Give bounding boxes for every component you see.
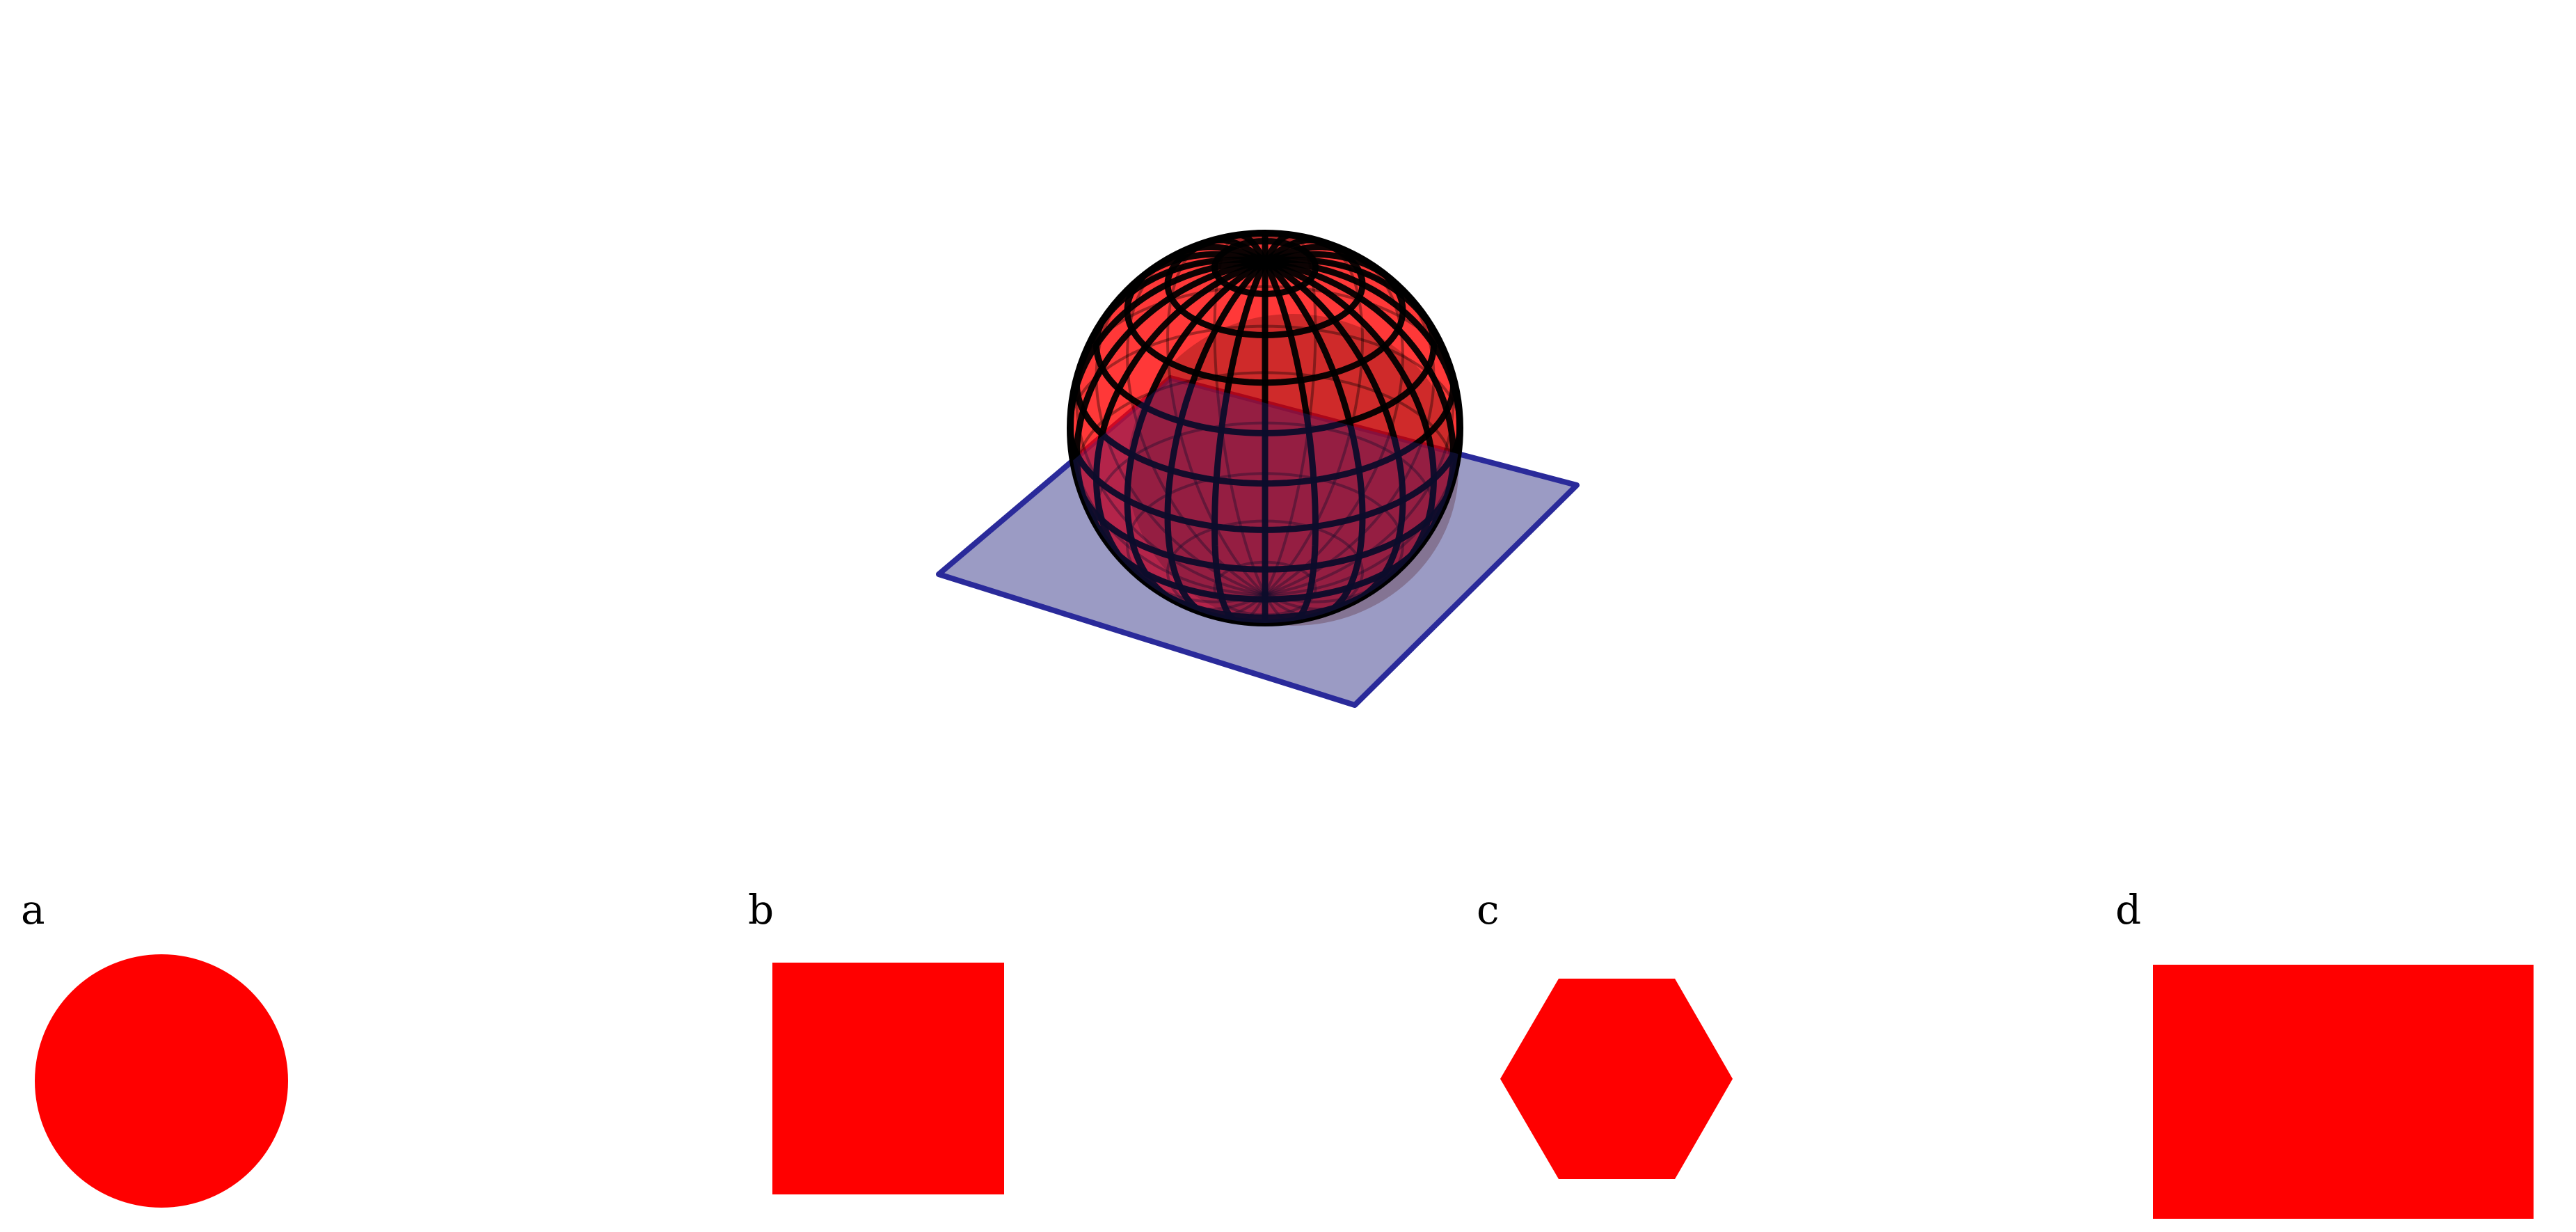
sphere-meridian [1126,253,1266,596]
red-circle [35,954,288,1208]
sphere-parallel [1124,265,1266,386]
sphere-parallel [1075,371,1455,491]
sphere-parallel [1264,365,1456,487]
sphere-parallel [1074,368,1266,487]
plane-overlay [1070,378,1460,623]
option-a-shape [35,954,288,1208]
sphere-on-plane-scene [936,230,1580,708]
sphere-parallel [1077,489,1266,573]
option-label-c: c [1477,886,1500,933]
option-d-shape [2153,965,2534,1219]
option-label-b: b [748,886,774,933]
red-square [772,963,1004,1194]
sphere-parallel [1067,432,1266,533]
sphere-outline [1067,230,1463,626]
red-rectangle [2153,965,2534,1219]
sphere-parallel [1105,255,1422,315]
sphere-parallel [1213,560,1317,617]
red-hexagon [1500,979,1733,1179]
wireframe-sphere [1067,230,1463,626]
sphere-meridian [1264,239,1364,596]
sphere-meridian [1264,253,1404,596]
option-b-shape [772,963,1004,1194]
sphere-meridian [1263,259,1406,602]
sphere-meridian [1124,259,1267,602]
option-c-shape [1500,979,1733,1179]
sphere-parallel [1264,263,1406,386]
sphere-parallel [1264,309,1437,436]
option-label-d: d [2115,886,2142,933]
sphere-parallel [1069,324,1461,432]
sphere-parallel [1264,424,1463,533]
sphere-parallel [1166,519,1364,624]
sphere-parallel [1077,285,1452,370]
option-label-a: a [21,886,45,933]
sphere-parallel [1093,313,1266,436]
sphere-parallel [1211,238,1319,297]
